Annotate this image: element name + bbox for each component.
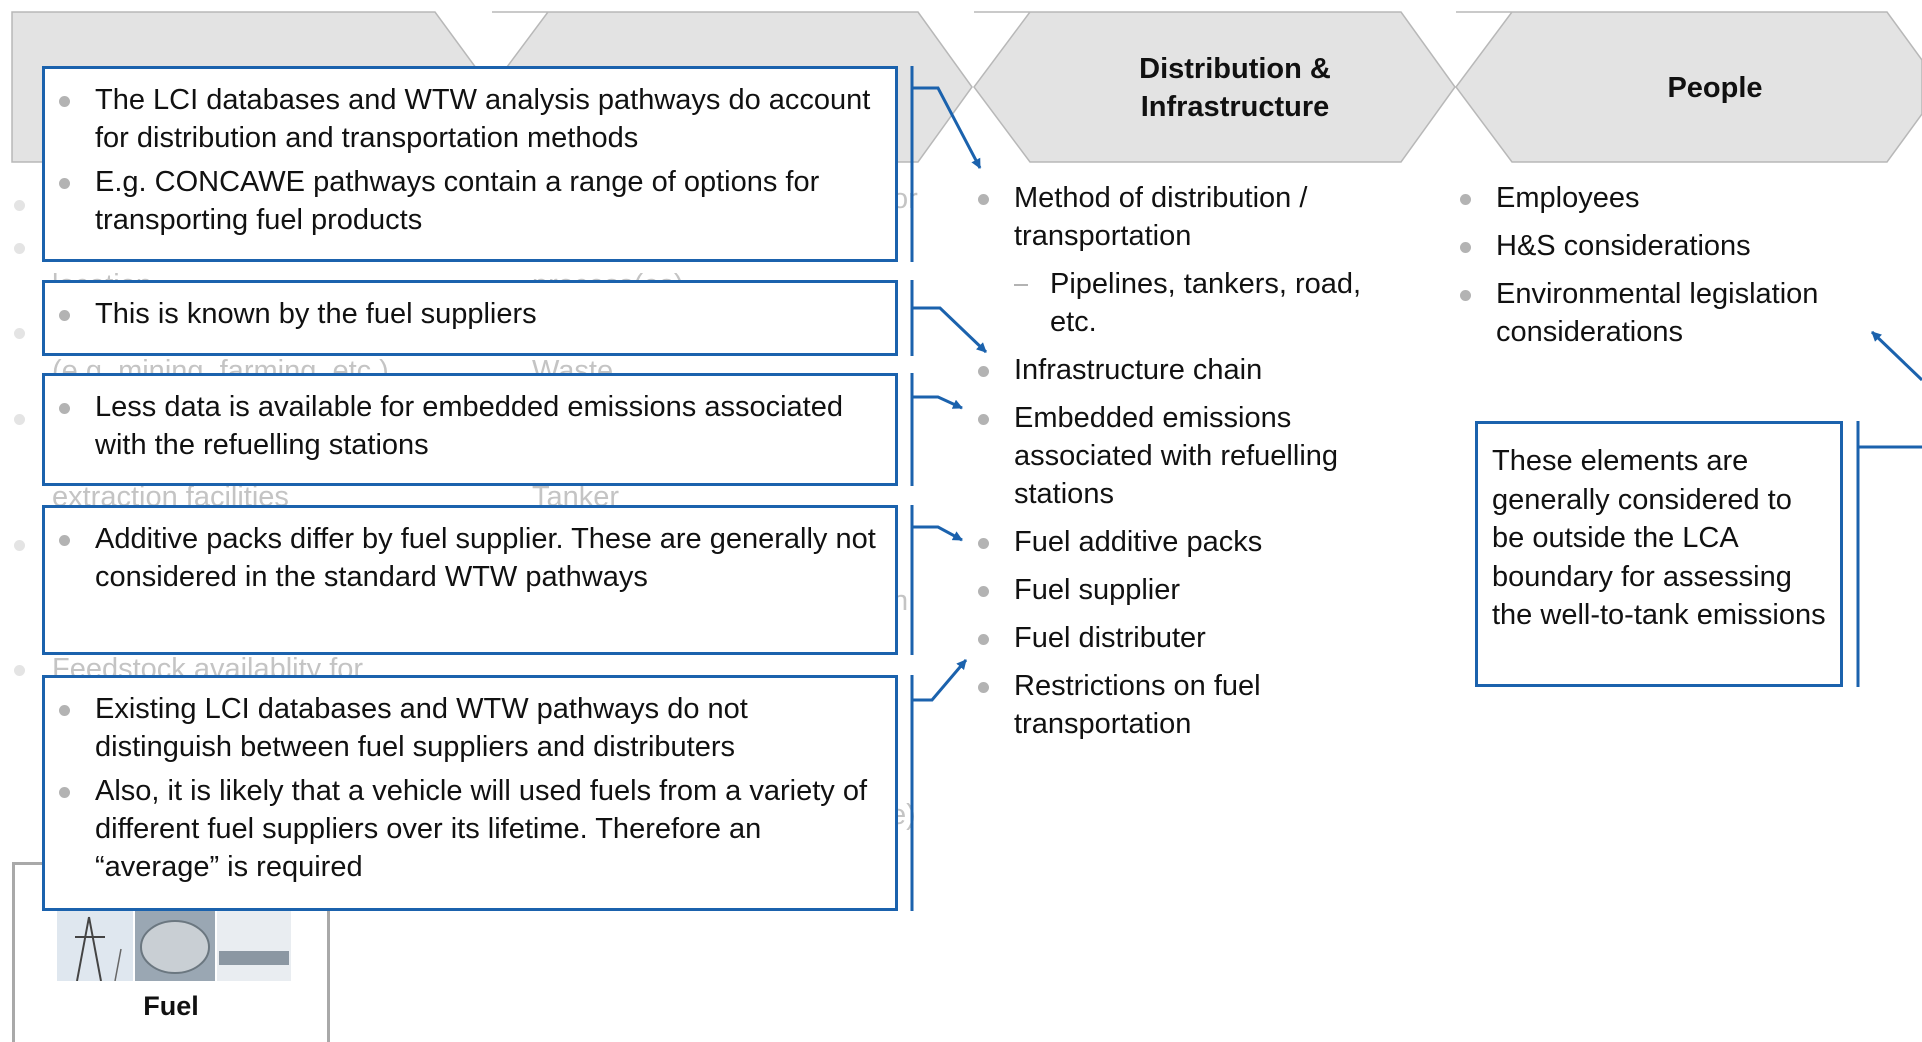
callout-item: Existing LCI databases and WTW pathways …	[59, 690, 881, 766]
chevron-4-title-line1: People	[1667, 72, 1763, 104]
chevron-3-title: Distribution & Infrastructure	[1050, 50, 1420, 126]
distribution-subitem: Pipelines, tankers, road, etc.	[978, 265, 1408, 341]
distribution-item: Fuel additive packs	[978, 523, 1408, 561]
callout-item: E.g. CONCAWE pathways contain a range of…	[59, 163, 881, 239]
callout-fuel-suppliers: This is known by the fuel suppliers	[42, 280, 898, 356]
chevron-3-title-line1: Distribution &	[1139, 53, 1331, 85]
people-item: H&S considerations	[1460, 227, 1880, 265]
people-list: Employees H&S considerations Environment…	[1460, 179, 1880, 361]
callout-distribution-methods: The LCI databases and WTW analysis pathw…	[42, 66, 898, 262]
ghost-bullet	[14, 540, 25, 551]
callout-item: This is known by the fuel suppliers	[59, 295, 881, 333]
distribution-item: Method of distribution / transportation	[978, 179, 1408, 255]
distribution-list: Method of distribution / transportation …	[978, 179, 1408, 753]
distribution-item: Restrictions on fuel transportation	[978, 667, 1408, 743]
lca-boundary-note: These elements are generally considered …	[1475, 421, 1843, 687]
callout-additive-packs: Additive packs differ by fuel supplier. …	[42, 505, 898, 655]
ghost-bullet	[14, 665, 25, 676]
callout-item: Additive packs differ by fuel supplier. …	[59, 520, 881, 596]
distribution-item: Infrastructure chain	[978, 351, 1408, 389]
callout-item: Less data is available for embedded emis…	[59, 388, 881, 464]
chevron-4	[1455, 11, 1922, 163]
callout-item: Also, it is likely that a vehicle will u…	[59, 772, 881, 886]
arrow	[912, 659, 968, 702]
ghost-bullet	[14, 328, 25, 339]
callout-suppliers-distributers: Existing LCI databases and WTW pathways …	[42, 675, 898, 911]
arrow	[912, 306, 988, 354]
people-item: Environmental legislation considerations	[1460, 275, 1880, 351]
arrow	[912, 395, 963, 410]
ghost-bullet	[14, 243, 25, 254]
distribution-item: Embedded emissions associated with refue…	[978, 399, 1408, 513]
distribution-item: Fuel distributer	[978, 619, 1408, 657]
chevron-4-title: People	[1530, 69, 1900, 107]
ghost-bullet	[14, 414, 25, 425]
ghost-bullet	[14, 200, 25, 211]
callout-embedded-emissions: Less data is available for embedded emis…	[42, 373, 898, 486]
chevron-3	[973, 11, 1456, 163]
distribution-item: Fuel supplier	[978, 571, 1408, 609]
fuel-label: Fuel	[143, 991, 199, 1021]
fuel-photo-icon	[57, 909, 291, 981]
chevron-3-title-line2: Infrastructure	[1140, 91, 1330, 123]
people-item: Employees	[1460, 179, 1880, 217]
arrow	[912, 525, 963, 542]
callout-item: The LCI databases and WTW analysis pathw…	[59, 81, 881, 157]
